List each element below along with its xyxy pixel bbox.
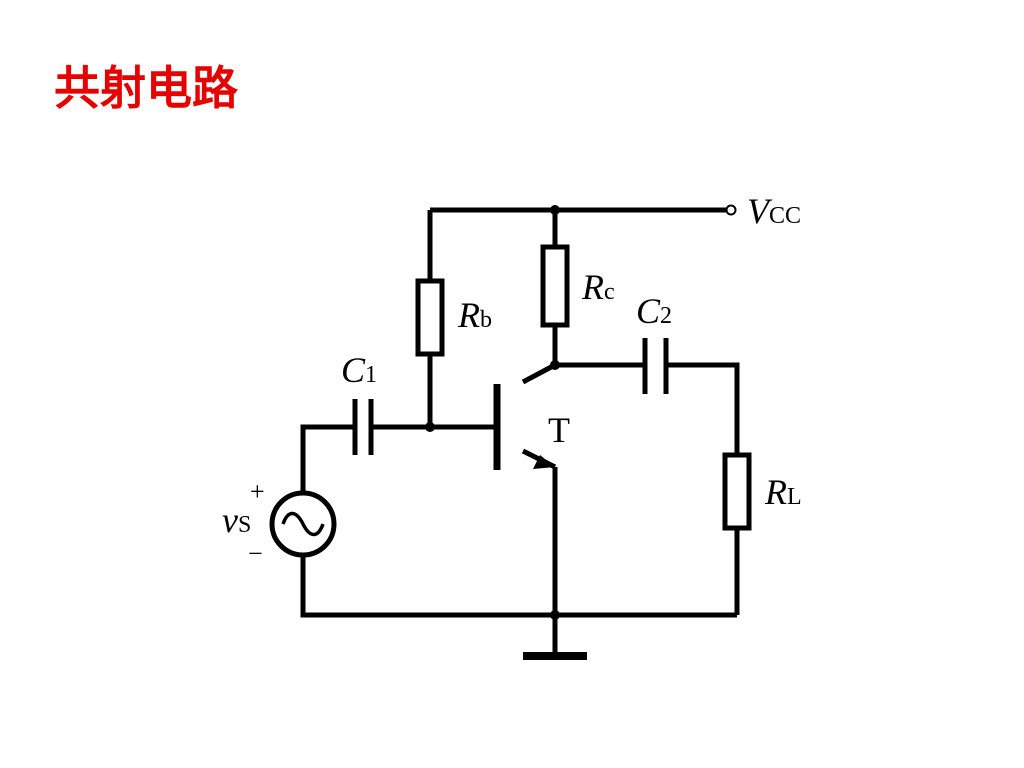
label-source-plus: +	[250, 477, 265, 506]
emitter-arrow-icon	[533, 455, 555, 469]
label-transistor: T	[548, 410, 570, 450]
capacitor-c2-icon	[642, 338, 669, 394]
resistor-rl-icon	[722, 452, 752, 531]
c1-left-wire	[300, 424, 353, 493]
junctions	[425, 205, 560, 620]
collector-lead-wire	[521, 362, 557, 385]
label-rl: RL	[764, 472, 802, 512]
vcc-terminal-icon	[725, 204, 737, 216]
label-vcc: VCC	[747, 191, 801, 231]
npn-transistor-icon	[493, 384, 555, 470]
label-source-minus: −	[248, 539, 263, 568]
junction-dot	[550, 205, 560, 215]
label-c2: C2	[636, 291, 672, 331]
resistor-rb-icon	[415, 278, 445, 357]
label-rc: Rc	[581, 267, 615, 307]
junction-dot	[425, 422, 435, 432]
label-source: vS	[222, 500, 251, 540]
ac-source-icon	[269, 490, 337, 558]
label-rb: Rb	[457, 295, 492, 335]
capacitor-c1-icon	[352, 399, 374, 455]
junction-dot	[550, 610, 560, 620]
label-c1: C1	[341, 350, 377, 390]
resistor-rc-icon	[540, 244, 570, 328]
junction-dot	[550, 360, 560, 370]
source-bottom-wire	[300, 555, 737, 618]
c2-right-wire	[668, 362, 740, 455]
wires	[300, 207, 740, 656]
sine-wave-icon	[281, 511, 325, 537]
slide-title: 共射电路	[54, 61, 238, 115]
